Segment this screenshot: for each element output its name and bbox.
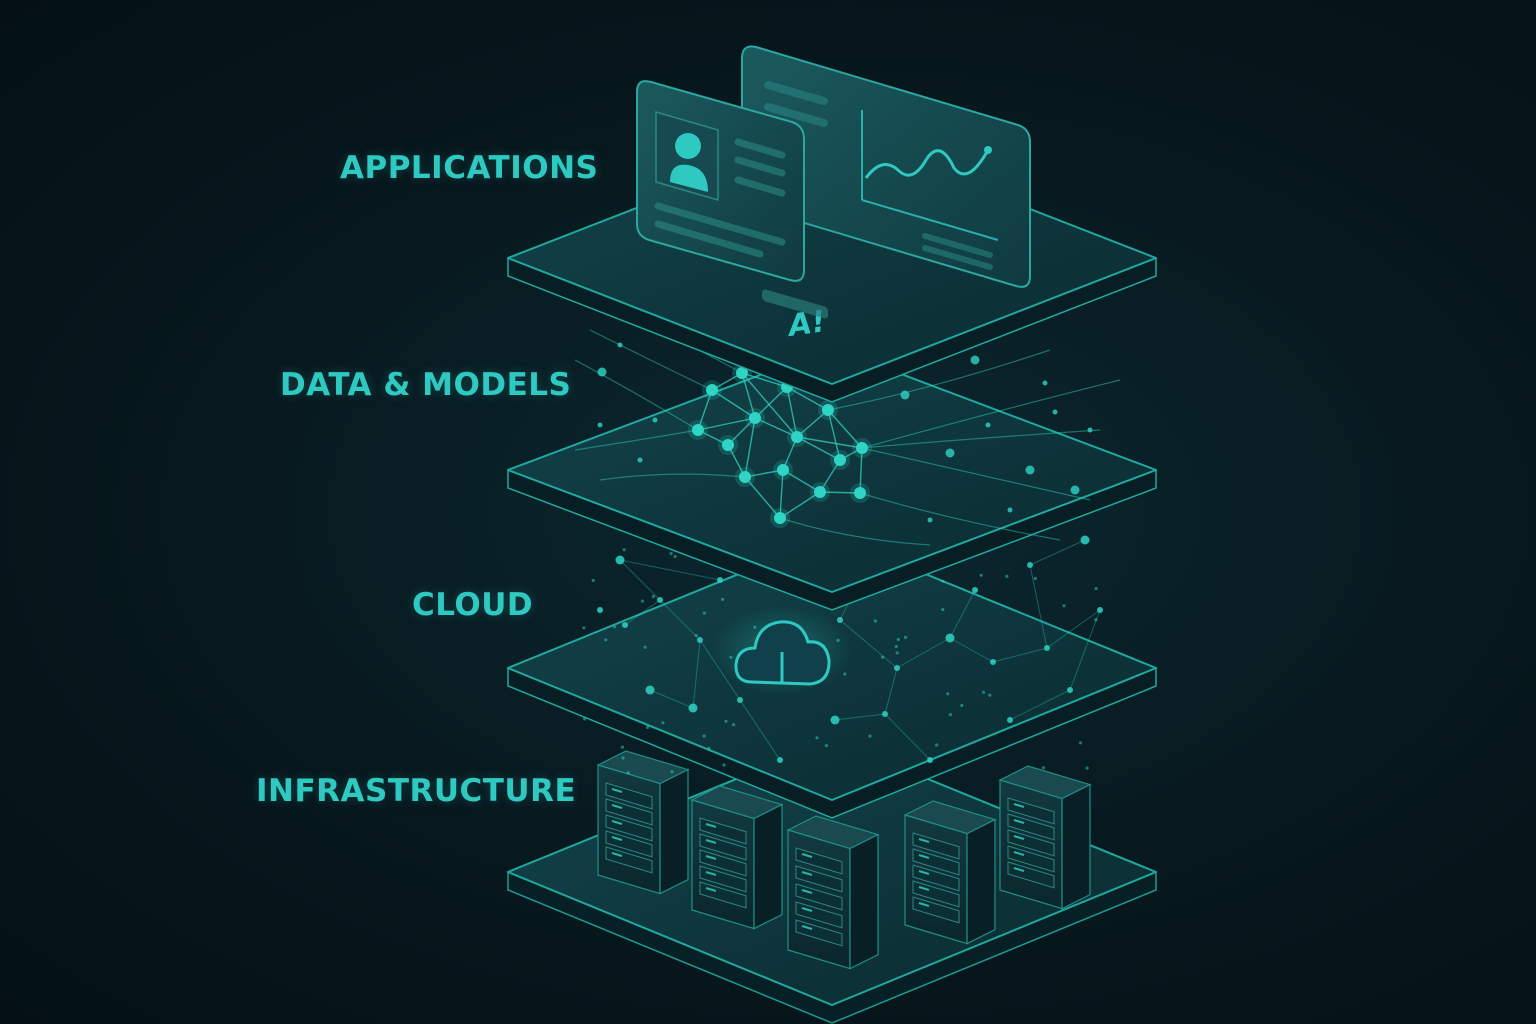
user-profile-card bbox=[636, 80, 805, 282]
layer-label-cloud: CLOUD bbox=[412, 587, 534, 623]
dashboard-panel bbox=[741, 45, 1031, 319]
server-unit bbox=[786, 815, 880, 970]
server-unit bbox=[596, 750, 690, 895]
neural-network-icon bbox=[688, 363, 872, 528]
cloud-network-dots bbox=[582, 535, 1103, 775]
platform-data-models bbox=[507, 347, 1157, 611]
server-unit bbox=[998, 765, 1092, 910]
cloud-upload-icon bbox=[712, 605, 852, 695]
server-unit bbox=[690, 785, 784, 930]
server-rack-icon bbox=[596, 750, 1092, 970]
server-unit bbox=[903, 800, 997, 945]
layer-label-data-models: DATA & MODELS bbox=[280, 367, 572, 403]
line-chart-icon bbox=[861, 110, 999, 241]
layer-label-infrastructure: INFRASTRUCTURE bbox=[256, 773, 577, 809]
data-streams bbox=[574, 319, 1121, 546]
layer-label-applications: APPLICATIONS bbox=[340, 150, 599, 186]
user-profile-icon bbox=[655, 111, 719, 201]
